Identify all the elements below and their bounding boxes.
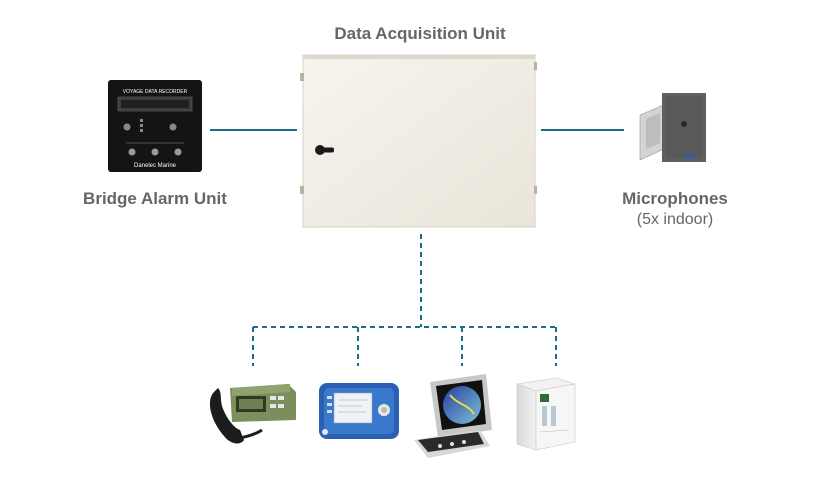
panel-title: VOYAGE DATA RECORDER bbox=[123, 89, 188, 95]
radar-console-icon bbox=[414, 374, 492, 458]
connectors bbox=[210, 129, 624, 366]
central-unit-label: Data Acquisition Unit bbox=[334, 24, 506, 43]
microphones-sublabel: (5x indoor) bbox=[636, 211, 714, 228]
microphone-icon bbox=[639, 93, 706, 162]
control-display-icon bbox=[319, 383, 399, 439]
cabinet-icon bbox=[300, 54, 537, 228]
panel-brand: Danelec Marine bbox=[134, 163, 177, 169]
peripheral-bus bbox=[252, 234, 557, 366]
bridge-alarm-label: Bridge Alarm Unit bbox=[83, 189, 227, 208]
alarm-panel-icon: VOYAGE DATA RECORDER Danelec Marine bbox=[108, 80, 202, 172]
processor-box-icon bbox=[515, 377, 576, 451]
radio-handset-icon bbox=[209, 384, 296, 444]
microphones-label: Microphones bbox=[622, 189, 728, 208]
